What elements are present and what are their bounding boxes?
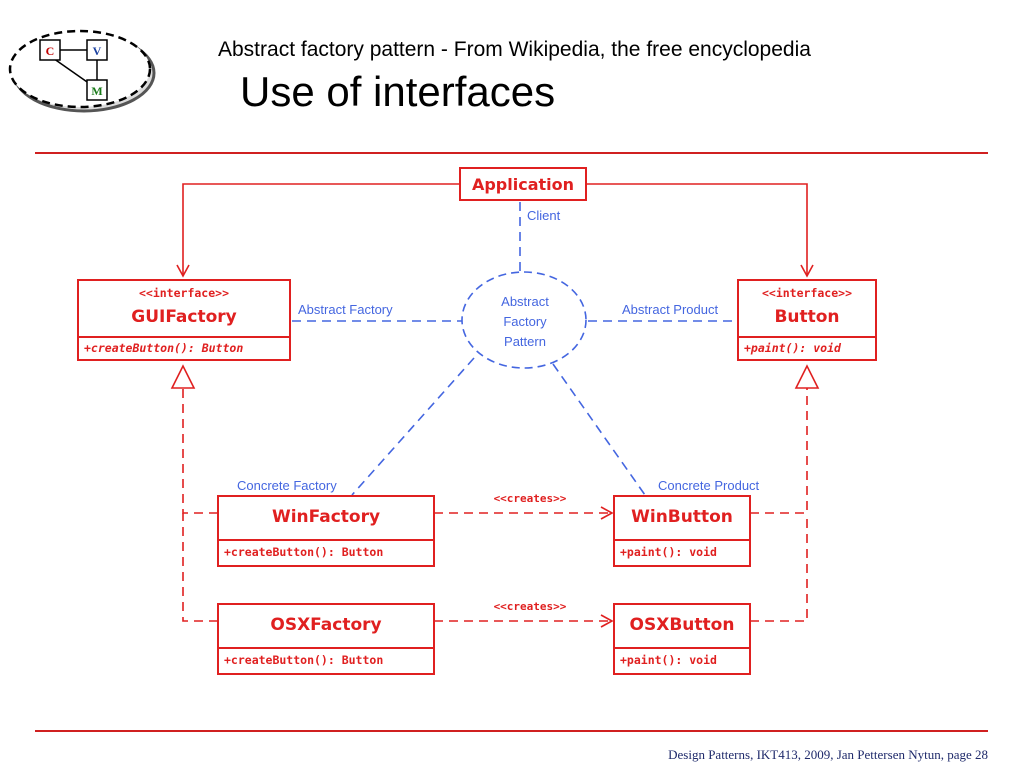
button-operation: +paint(): void	[744, 341, 842, 355]
pattern-line-3: Pattern	[504, 334, 546, 349]
guifactory-class-name: GUIFactory	[131, 307, 237, 327]
winfactory-class-name: WinFactory	[272, 507, 380, 527]
osxfactory-class-name: OSXFactory	[270, 615, 381, 635]
mvc-logo-icon: C V M	[8, 29, 156, 113]
osxfactory-operation: +createButton(): Button	[224, 653, 383, 667]
abstract-product-label: Abstract Product	[622, 302, 718, 317]
app-to-button-arrow	[586, 183, 814, 278]
osxbutton-operation: +paint(): void	[620, 653, 717, 667]
pattern-annotation-lines	[292, 202, 738, 496]
logo-c-label: C	[46, 44, 55, 58]
slide-subtitle: Abstract factory pattern - From Wikipedi…	[218, 38, 811, 61]
guifactory-class-box: <<interface>> GUIFactory +createButton()…	[77, 279, 291, 361]
slide-title: Use of interfaces	[240, 68, 556, 115]
abstract-factory-label: Abstract Factory	[298, 302, 393, 317]
osxfactory-class-box: OSXFactory +createButton(): Button	[217, 603, 435, 675]
concrete-factory-label: Concrete Factory	[237, 478, 337, 493]
button-realization-arrowhead	[794, 364, 820, 389]
winbutton-class-box: WinButton +paint(): void	[613, 495, 751, 567]
pattern-line-1: Abstract	[501, 294, 549, 309]
concrete-product-label: Concrete Product	[658, 478, 760, 493]
logo-v-label: V	[93, 44, 102, 58]
winfactory-operation: +createButton(): Button	[224, 545, 383, 559]
application-class-box: Application	[459, 167, 587, 201]
osxbutton-class-box: OSXButton +paint(): void	[613, 603, 751, 675]
button-class-name: Button	[774, 307, 839, 327]
pattern-ellipse	[461, 271, 587, 369]
pattern-line-2: Factory	[503, 314, 547, 329]
application-class-name: Application	[472, 175, 574, 194]
app-to-guifactory-arrow	[176, 183, 460, 278]
winbutton-class-name: WinButton	[631, 507, 733, 527]
osxbutton-class-name: OSXButton	[630, 615, 735, 635]
client-label: Client	[527, 208, 561, 223]
guifactory-operation: +createButton(): Button	[84, 341, 243, 355]
logo-m-label: M	[91, 84, 102, 98]
button-class-box: <<interface>> Button +paint(): void	[737, 279, 877, 361]
creates-label-win: <<creates>>	[494, 492, 567, 505]
winfactory-class-box: WinFactory +createButton(): Button	[217, 495, 435, 567]
button-stereotype: <<interface>>	[762, 286, 852, 300]
slide-footer: Design Patterns, IKT413, 2009, Jan Pette…	[668, 747, 988, 762]
winbutton-operation: +paint(): void	[620, 545, 717, 559]
guifactory-stereotype: <<interface>>	[139, 286, 229, 300]
guifactory-realization-arrowhead	[170, 364, 196, 389]
factory-realization-lines	[182, 388, 808, 622]
creates-label-osx: <<creates>>	[494, 600, 567, 613]
